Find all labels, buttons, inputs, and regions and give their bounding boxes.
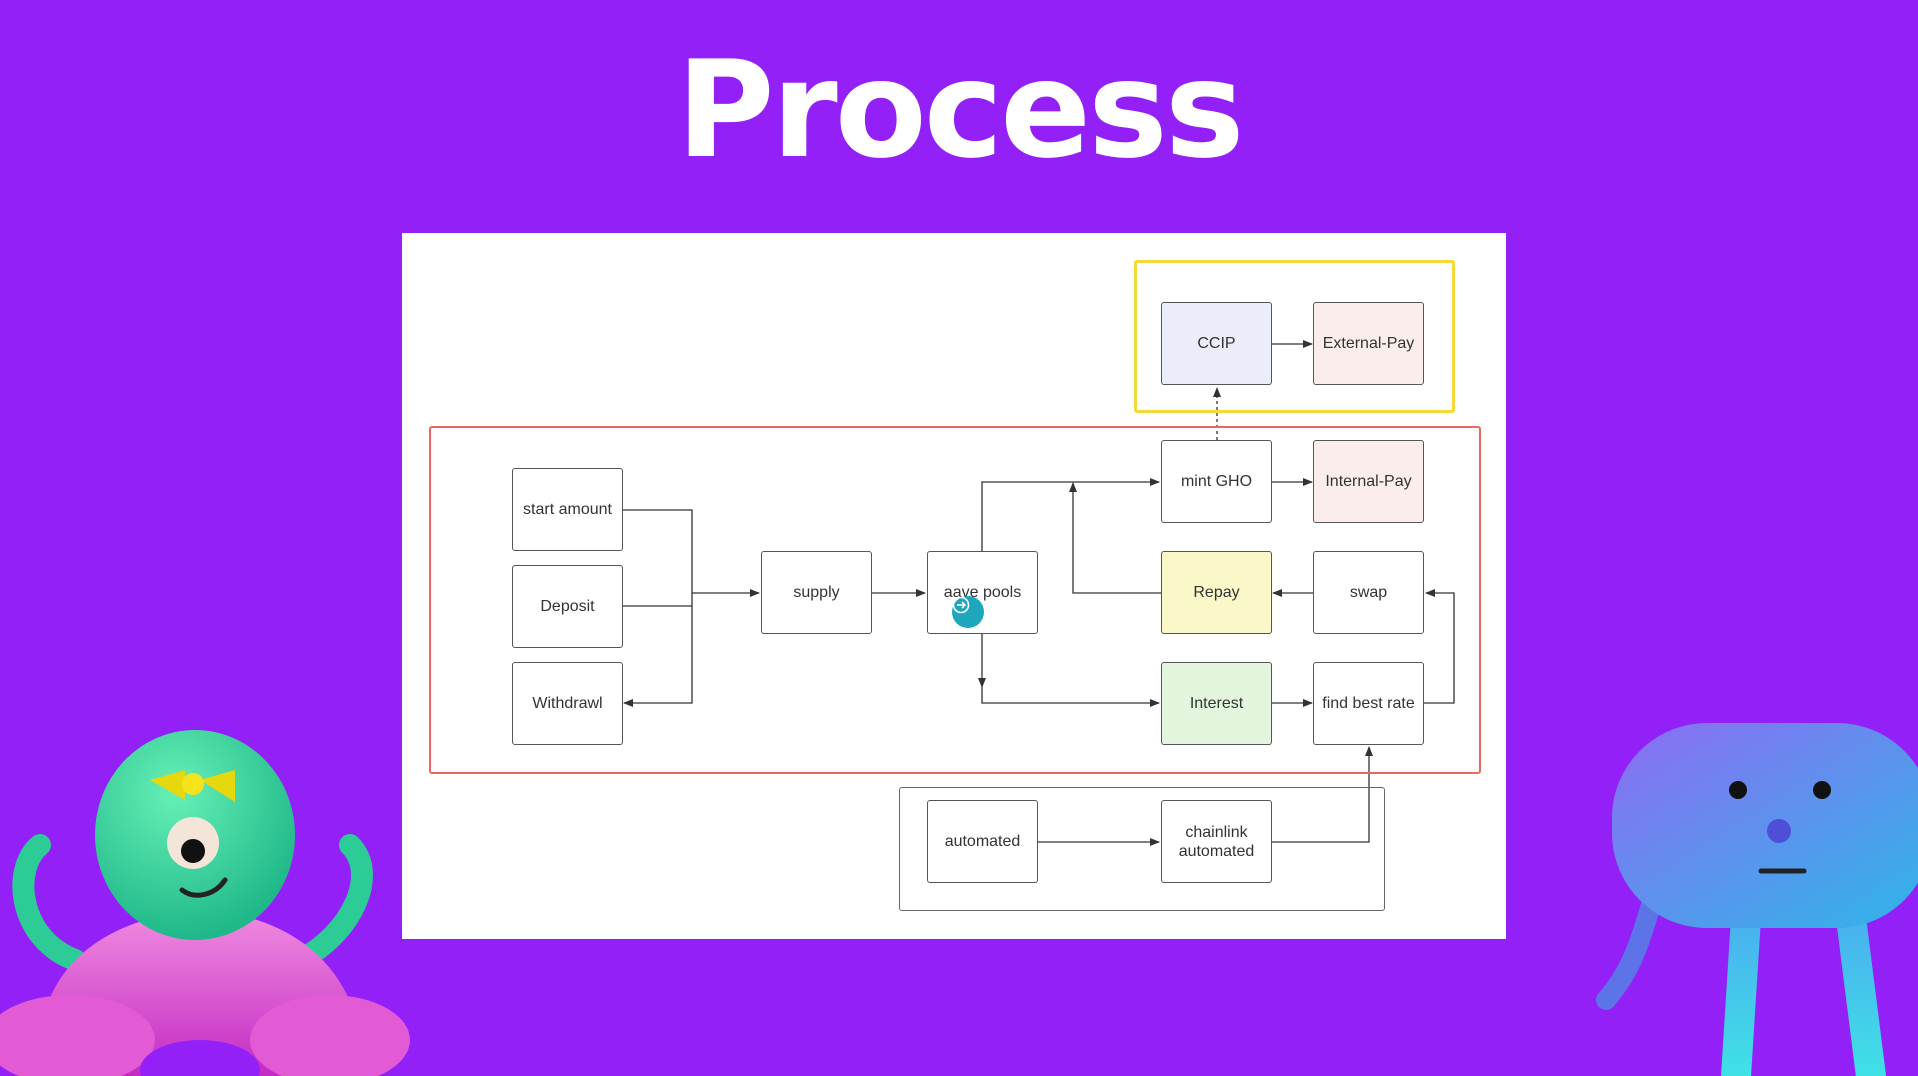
edge-chainlink-to-rate [1272, 746, 1373, 843]
edge-rate-to-swap [1424, 589, 1455, 704]
edge-aave-to-interest [981, 687, 1160, 707]
edge-start-to-supply [622, 509, 760, 597]
link-arrow-icon[interactable] [952, 596, 984, 628]
ccip-frame [1134, 260, 1455, 413]
node-mint-gho[interactable]: mint GHO [1161, 440, 1272, 523]
node-chainlink-automated[interactable]: chainlink automated [1161, 800, 1272, 883]
node-deposit[interactable]: Deposit [512, 565, 623, 648]
diagram-connectors [622, 340, 1455, 846]
node-start-amount[interactable]: start amount [512, 468, 623, 551]
node-supply[interactable]: supply [761, 551, 872, 634]
node-aave-pools[interactable]: aave pools [927, 551, 1038, 634]
node-automated[interactable]: automated [927, 800, 1038, 883]
green-monster-mascot [0, 730, 410, 1076]
automation-frame [899, 787, 1385, 911]
diagram-panel: CCIP External-Pay mint GHO Internal-Pay … [402, 233, 1506, 939]
node-interest[interactable]: Interest [1161, 662, 1272, 745]
node-internal-pay[interactable]: Internal-Pay [1313, 440, 1424, 523]
edge-repay-to-mint [1069, 482, 1162, 594]
slide-title: Process [676, 32, 1244, 188]
main-process-frame [429, 426, 1481, 774]
node-external-pay[interactable]: External-Pay [1313, 302, 1424, 385]
edge-aave-to-mint [981, 478, 1160, 551]
blue-monster-mascot [1596, 723, 1918, 1076]
edge-supply-to-withdrawl [623, 593, 693, 707]
node-repay[interactable]: Repay [1161, 551, 1272, 634]
node-ccip[interactable]: CCIP [1161, 302, 1272, 385]
node-find-best-rate[interactable]: find best rate [1313, 662, 1424, 745]
node-withdrawl[interactable]: Withdrawl [512, 662, 623, 745]
node-swap[interactable]: swap [1313, 551, 1424, 634]
